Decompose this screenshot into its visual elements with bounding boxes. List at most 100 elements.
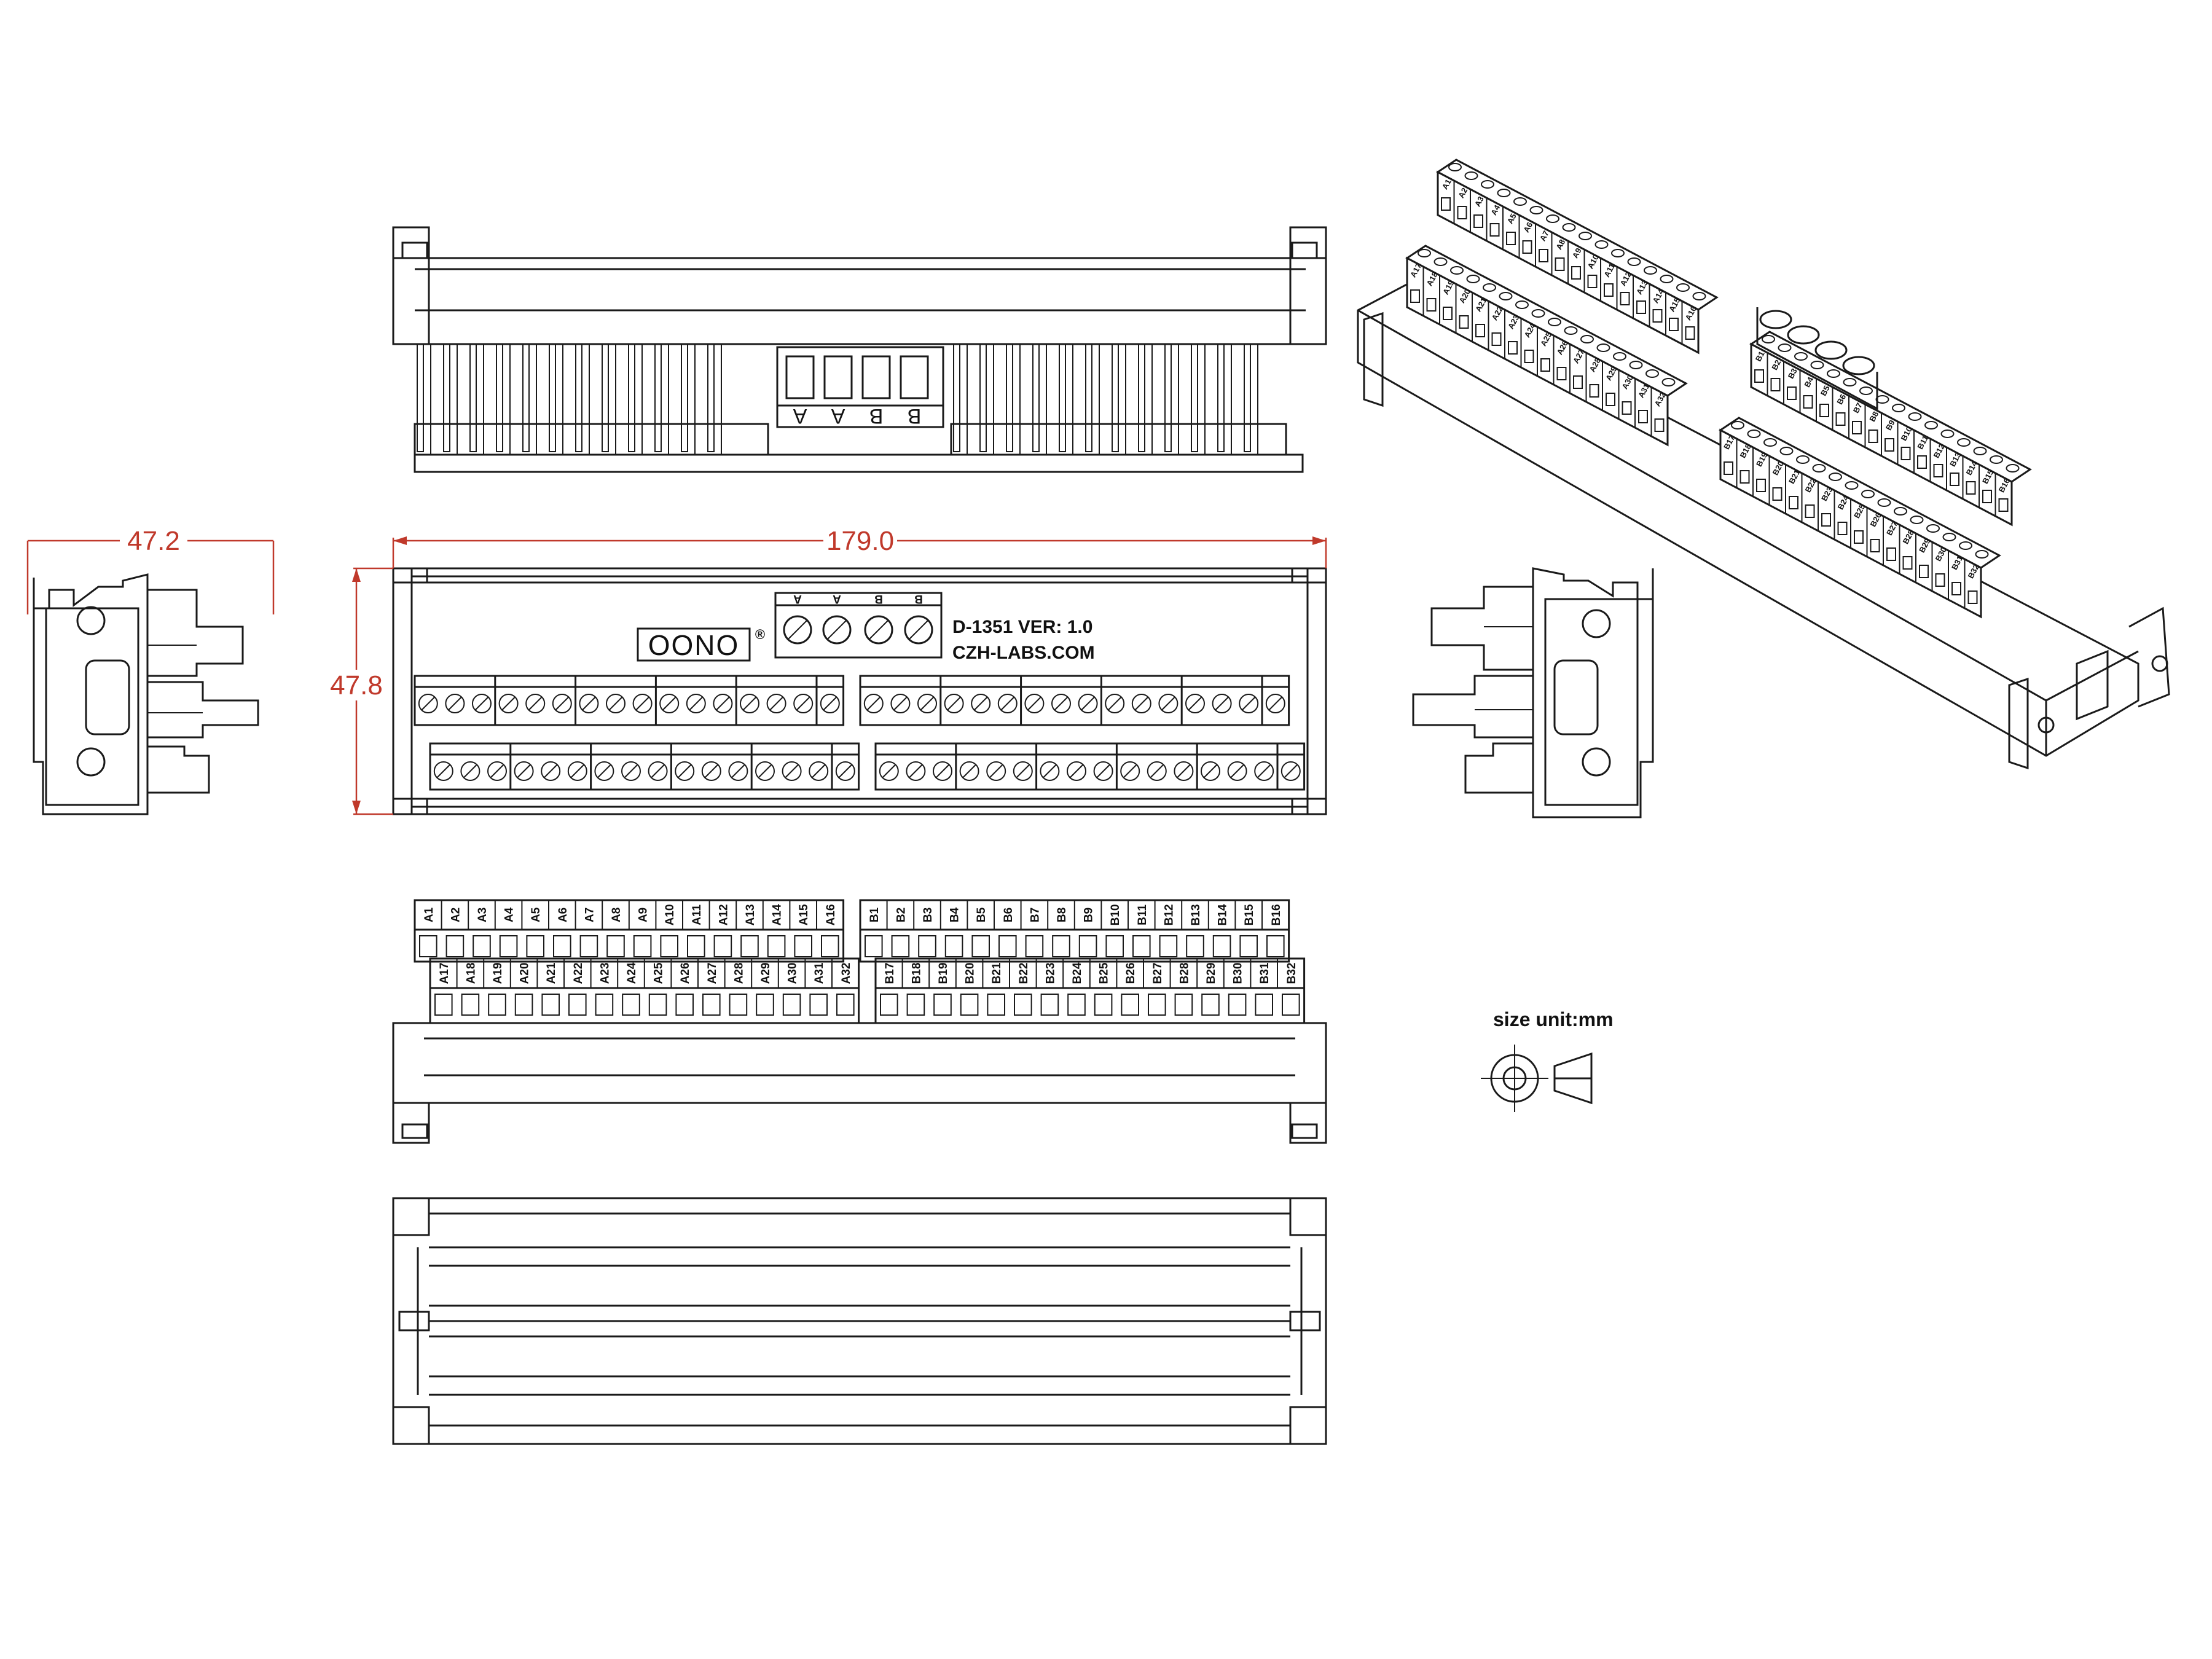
terminal-screw <box>632 694 653 713</box>
iso-screw <box>1433 257 1448 266</box>
iso-screw <box>1564 326 1578 335</box>
terminal-screw-slot <box>475 697 488 710</box>
iso-wire-entry <box>1982 490 1992 503</box>
width-dimension: 47.2 <box>26 524 275 614</box>
terminal-label-a8: A8 <box>610 908 623 922</box>
iso-wire-entry <box>1933 464 1943 477</box>
terminal-screw <box>1013 761 1033 781</box>
terminal-label-a6: A6 <box>557 908 570 922</box>
iso-screw <box>1497 189 1511 197</box>
terminal-screw-slot <box>867 697 880 710</box>
terminal-screw <box>820 694 840 713</box>
terminal-wire-entry <box>998 935 1017 957</box>
iso-screw <box>1464 171 1478 180</box>
terminal-screw-slot <box>1135 697 1148 710</box>
terminal-label-b19: B19 <box>937 963 950 984</box>
terminal-screw <box>986 761 1006 781</box>
iso-wire-entry <box>1837 522 1848 535</box>
iso-screw <box>1548 318 1561 326</box>
terminal-wire-entry <box>1266 935 1285 957</box>
terminal-label-b30: B30 <box>1232 963 1245 984</box>
terminal-wire-entry <box>434 994 453 1016</box>
iso-wire-entry <box>1539 249 1548 262</box>
terminal-label-b8: B8 <box>1056 908 1069 922</box>
iso-wire-entry <box>1573 375 1583 389</box>
iso-screw <box>1579 232 1592 240</box>
iso-label-b9: B9 <box>1884 418 1897 432</box>
iso-wire-entry <box>1604 283 1614 297</box>
iso-wire-entry <box>1685 326 1695 340</box>
iso-label-a4: A4 <box>1489 203 1502 216</box>
iso-label-b5: B5 <box>1819 384 1832 398</box>
terminal-wire-entry <box>606 935 625 957</box>
terminal-wire-entry <box>1121 994 1140 1016</box>
iso-wire-entry <box>1854 530 1864 544</box>
top-fin <box>575 343 582 452</box>
terminal-screw-slot <box>1070 764 1083 778</box>
iso-screw <box>1910 516 1924 524</box>
terminal-wire-entry <box>461 994 480 1016</box>
size-unit-legend: size unit:mm <box>1481 1008 1614 1112</box>
terminal-screw <box>1281 761 1301 781</box>
top-fin <box>522 343 530 452</box>
terminal-label-b2: B2 <box>895 908 908 922</box>
terminal-screw <box>933 761 952 781</box>
top-fin <box>443 343 450 452</box>
terminal-wire-entry <box>933 994 952 1016</box>
top-view-right-clip <box>1289 226 1327 345</box>
iso-screw <box>1796 455 1810 464</box>
size-unit-text: size unit:mm <box>1493 1008 1614 1030</box>
iso-screw <box>1692 292 1706 300</box>
iso-wire-entry <box>1967 590 1978 604</box>
terminal-screw <box>1185 694 1205 713</box>
terminal-wire-entry <box>729 994 748 1016</box>
top-view: A A B B <box>392 226 1327 473</box>
iso-wire-entry <box>1917 455 1927 469</box>
iso-screw <box>1481 180 1494 189</box>
terminal-wire-entry <box>579 935 598 957</box>
iso-screw <box>1959 541 1972 550</box>
terminal-label-a18: A18 <box>465 963 477 984</box>
terminal-screw-slot <box>1230 764 1244 778</box>
terminal-block <box>414 675 845 726</box>
front-header-label-1: A <box>793 592 802 605</box>
iso-wire-entry <box>1638 410 1648 423</box>
top-fin <box>1006 343 1013 452</box>
terminal-label-a3: A3 <box>476 908 489 922</box>
terminal-screw-slot <box>947 697 961 710</box>
iso-wire-entry <box>1951 582 1961 595</box>
iso-wire-entry <box>1620 292 1630 305</box>
top-fin <box>1085 343 1092 452</box>
terminal-wire-entry <box>1212 935 1231 957</box>
terminal-label-a15: A15 <box>798 904 810 925</box>
terminal-wire-entry <box>687 935 705 957</box>
iso-terminal-row-top <box>1436 159 1719 311</box>
terminal-wire-entry <box>1174 994 1193 1016</box>
iso-wire-entry <box>1589 384 1599 398</box>
terminal-block <box>874 742 1306 791</box>
iso-label-b3: B3 <box>1786 367 1799 380</box>
terminal-wire-entry <box>1040 994 1059 1016</box>
terminal-wire-entry <box>821 935 839 957</box>
terminal-label-a31: A31 <box>813 962 826 984</box>
right-side-view <box>1412 567 1654 818</box>
terminal-label-a16: A16 <box>825 904 837 926</box>
iso-wire-entry <box>1473 214 1483 228</box>
terminal-screw <box>793 694 814 713</box>
terminal-screw-slot <box>1001 697 1014 710</box>
terminal-screw-slot <box>555 697 569 710</box>
terminal-screw <box>525 694 546 713</box>
terminal-screw-slot <box>651 764 665 778</box>
terminal-label-b4: B4 <box>949 907 962 922</box>
terminal-label-a20: A20 <box>519 963 531 984</box>
terminal-screw <box>917 694 937 713</box>
terminal-screw <box>659 694 680 713</box>
terminal-screw-slot <box>1027 697 1041 710</box>
terminal-screw <box>1067 761 1086 781</box>
terminal-label-b1: B1 <box>868 907 881 922</box>
terminal-wire-entry <box>1228 994 1247 1016</box>
top-fin <box>1059 343 1066 452</box>
iso-screw <box>1661 378 1676 386</box>
terminal-label-b26: B26 <box>1124 963 1137 984</box>
terminal-label-b17: B17 <box>884 963 896 984</box>
